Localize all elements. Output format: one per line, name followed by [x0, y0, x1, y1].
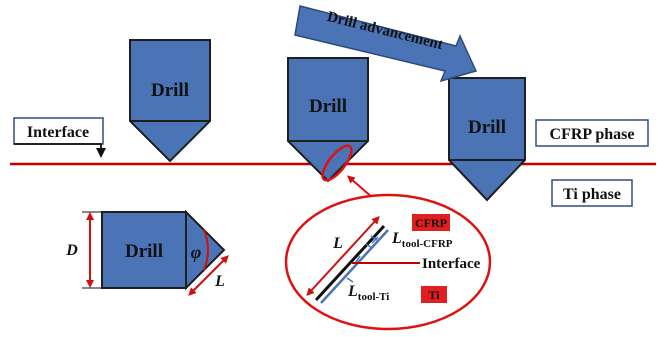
- zoom-detail: L Interface Ltool-CFRP Ltool-Ti CFRP Ti: [284, 193, 492, 331]
- length-arrow: [188, 255, 229, 296]
- drill-2-label: Drill: [309, 96, 347, 117]
- inset-length-arrow: [306, 216, 380, 296]
- interface-label: Interface: [27, 124, 89, 141]
- drill-geometry-label: Drill: [125, 241, 163, 262]
- block-arrow-icon: [294, 5, 478, 83]
- cfrp-badge-label: CFRP: [415, 216, 447, 230]
- diameter-label: D: [65, 242, 78, 259]
- l-tool-cfrp: Ltool-CFRP: [391, 230, 453, 250]
- l-tool-ti: Ltool-Ti: [347, 283, 389, 303]
- inset-length-label: L: [332, 235, 343, 252]
- bent-arrow-icon: [14, 143, 106, 158]
- length-label: L: [214, 273, 225, 290]
- ti-badge-label: Ti: [428, 288, 440, 302]
- cfrp-phase-label: CFRP phase: [550, 126, 635, 143]
- cfrp-badge: [412, 214, 450, 231]
- zoom-marker: [321, 144, 353, 182]
- ti-badge: [421, 286, 447, 303]
- drill-1-label: Drill: [151, 80, 189, 101]
- inset-interface-label: Interface: [422, 256, 481, 272]
- drill-3: Drill: [448, 77, 526, 202]
- angle-label: φ: [191, 242, 202, 262]
- ti-phase-label: Ti phase: [563, 186, 621, 203]
- drill-2: Drill: [287, 57, 369, 183]
- ti-phase-box: Ti phase: [551, 179, 633, 207]
- drill-3-label: Drill: [468, 117, 506, 138]
- drill-1: Drill: [129, 39, 211, 163]
- interface-callout: Interface: [13, 117, 106, 158]
- drill-geometry: Drill D φ L: [65, 209, 229, 296]
- cfrp-phase-box: CFRP phase: [535, 119, 649, 147]
